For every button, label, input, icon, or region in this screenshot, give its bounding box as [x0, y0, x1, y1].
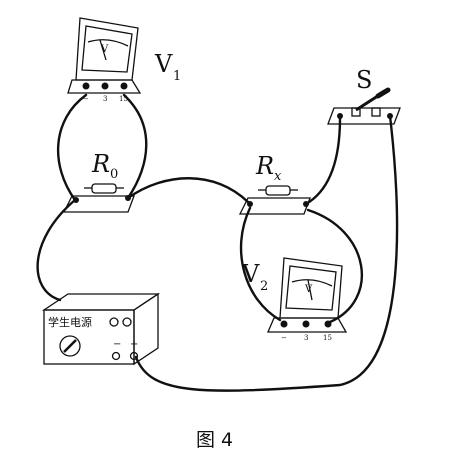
- switch-terminal-right: [387, 113, 393, 119]
- v1-terminal-3: [101, 82, 109, 90]
- v2-dial-unit: V: [304, 284, 313, 295]
- v2-terminal-neg: [280, 320, 288, 328]
- wire-v1-left-to-r0-left: [56, 93, 88, 202]
- wire-rx-to-switch: [304, 116, 342, 206]
- voltmeter-v1: V − 3 15: [67, 17, 142, 103]
- figure-caption: 图 4: [196, 429, 233, 451]
- label-v2: V: [241, 260, 260, 288]
- wire-rx-to-v2-left: [239, 206, 282, 322]
- label-r0-sub: 0: [110, 167, 118, 182]
- r0-terminal-right: [125, 195, 131, 201]
- wire-r0-to-rx: [126, 177, 250, 204]
- v1-dial-unit: V: [100, 44, 109, 55]
- r0-terminal-left: [73, 197, 79, 203]
- v2-terminal-3: [302, 320, 310, 328]
- label-v1-sub: 1: [173, 69, 181, 84]
- v2-terminal-15: [324, 320, 332, 328]
- power-supply-label: 学生电源: [48, 315, 92, 329]
- voltmeter-v2: V − 3 15: [267, 257, 348, 342]
- rx-terminal-left: [247, 201, 253, 207]
- power-minus-label: −: [113, 339, 121, 350]
- v1-terminal-label-3: 3: [103, 95, 107, 103]
- rx-terminal-right: [303, 201, 309, 207]
- v1-terminal-label-15: 15: [119, 95, 128, 103]
- wire-power-plus-to-switch: [134, 114, 399, 392]
- resistor-r0: [62, 183, 135, 213]
- wire-v1-right-to-r0-right: [122, 93, 148, 200]
- power-plus-label: +: [130, 339, 138, 350]
- resistor-rx: [238, 185, 311, 215]
- v1-terminal-15: [120, 82, 128, 90]
- v2-terminal-label-neg: −: [281, 334, 287, 342]
- label-s: S: [356, 66, 372, 94]
- v1-terminal-neg: [82, 82, 90, 90]
- power-terminal-minus: [111, 351, 121, 361]
- switch-terminal-left: [337, 113, 343, 119]
- voltage-knob: [59, 335, 81, 357]
- v2-terminal-label-3: 3: [304, 334, 308, 342]
- wires: [36, 93, 399, 392]
- label-v1: V: [154, 50, 173, 78]
- power-terminal-plus: [129, 351, 139, 361]
- power-supply: 学生电源 − +: [41, 292, 161, 366]
- label-v2-sub: 2: [260, 279, 268, 294]
- label-rx-sub: x: [274, 169, 282, 184]
- v2-terminal-label-15: 15: [323, 334, 332, 342]
- wire-rx-to-v2-right: [306, 208, 364, 324]
- v1-terminal-label-neg: −: [83, 95, 89, 103]
- switch-s: [327, 87, 401, 125]
- label-rx: R: [255, 152, 274, 180]
- label-r0: R: [91, 150, 110, 178]
- wire-r0-to-power-minus: [36, 198, 77, 302]
